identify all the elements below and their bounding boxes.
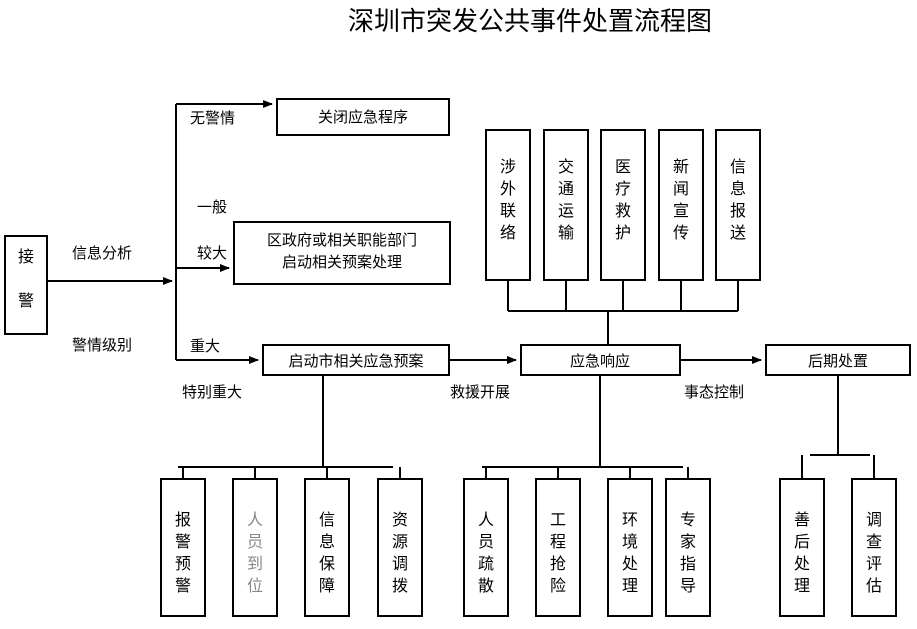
response-branch-box-3 (665, 478, 711, 617)
response-branch-label-3: 专家指导 (680, 510, 696, 595)
plan-branch-label-1: 人员到位 (247, 510, 263, 595)
close-program-box (276, 98, 450, 136)
close-program-label: 关闭应急程序 (318, 108, 408, 126)
top-branch-label-3: 新闻宣传 (673, 157, 689, 242)
start-plan-label: 启动市相关应急预案 (288, 352, 423, 370)
aftermath-branch-box-0 (779, 478, 825, 617)
rescue-label: 救援开展 (450, 383, 510, 401)
top-branch-label-4: 信息报送 (730, 157, 746, 242)
larger-label: 较大 (197, 244, 227, 262)
top-branch-box-4 (715, 129, 761, 281)
plan-branch-box-2 (304, 478, 350, 617)
top-branch-label-2: 医疗救护 (615, 157, 631, 242)
plan-branch-label-2: 信息保障 (319, 510, 335, 595)
receive-alarm-label: 接警 (18, 247, 34, 310)
response-branch-box-2 (607, 478, 653, 617)
top-branch-label-0: 涉外联络 (500, 157, 516, 242)
plan-branch-label-0: 报警预警 (175, 510, 191, 595)
receive-alarm-box (4, 235, 48, 335)
situation-control-label: 事态控制 (684, 383, 744, 401)
response-branch-label-0: 人员疏散 (478, 510, 494, 595)
plan-branch-box-0 (160, 478, 206, 617)
top-branch-box-1 (543, 129, 589, 281)
top-branch-box-2 (600, 129, 646, 281)
aftermath-branch-label-1: 调查评估 (866, 510, 882, 595)
aftermath-branches: 善后处理 调查评估 (779, 455, 897, 617)
aftermath-branch-label-0: 善后处理 (794, 510, 810, 595)
top-branches: 涉外联络 交通运输 医疗救护 新闻宣传 信息报送 (485, 129, 761, 311)
no-alarm-label: 无警情 (190, 109, 235, 127)
response-branch-label-2: 环境处理 (622, 510, 638, 595)
aftermath-label: 后期处置 (808, 352, 868, 370)
response-branch-box-0 (463, 478, 509, 617)
top-branch-box-0 (485, 129, 531, 281)
response-label: 应急响应 (570, 352, 630, 370)
district-line1: 区政府或相关职能部门 (267, 231, 417, 249)
info-analysis-label: 信息分析 (72, 244, 132, 262)
plan-branch-label-3: 资源调拨 (392, 510, 408, 595)
plan-branch-box-1 (232, 478, 278, 617)
top-branch-label-1: 交通运输 (558, 157, 574, 242)
page-title: 深圳市突发公共事件处置流程图 (348, 7, 712, 37)
plan-branches: 报警预警 人员到位 信息保障 资源调拨 (160, 467, 423, 617)
top-branch-box-3 (658, 129, 704, 281)
plan-branch-box-3 (377, 478, 423, 617)
response-branch-box-1 (535, 478, 581, 617)
major-label: 重大 (190, 337, 220, 355)
district-line2: 启动相关预案处理 (282, 253, 402, 271)
especially-major-label: 特别重大 (182, 383, 242, 401)
general-label: 一般 (197, 198, 227, 216)
aftermath-branch-box-1 (851, 478, 897, 617)
alarm-level-label: 警情级别 (72, 336, 132, 354)
response-branch-label-1: 工程抢险 (550, 510, 566, 595)
aftermath-box (765, 344, 911, 376)
district-box (233, 221, 451, 285)
response-branches: 人员疏散 工程抢险 环境处理 专家指导 (463, 467, 711, 617)
